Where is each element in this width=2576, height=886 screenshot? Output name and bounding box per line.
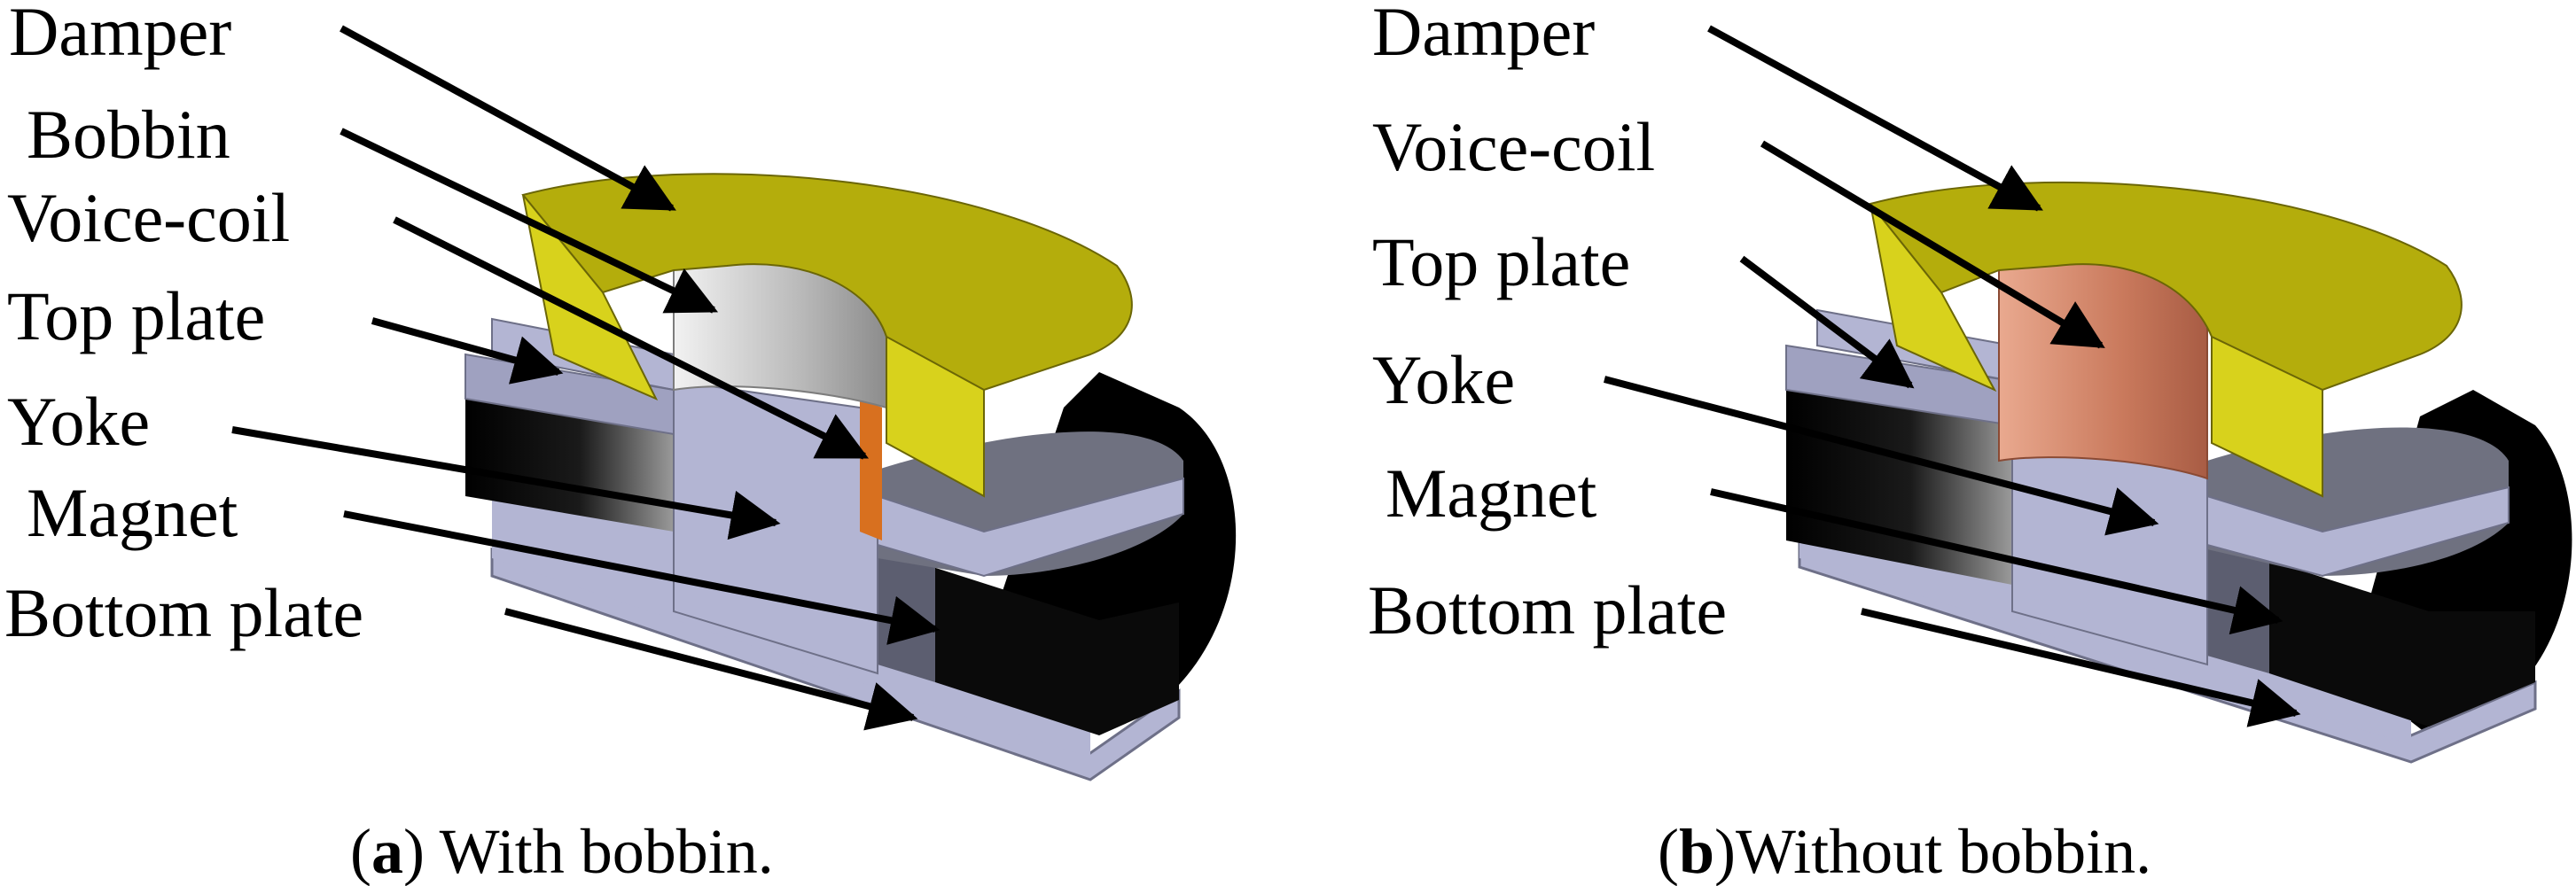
arrow-yoke-a [231, 426, 781, 540]
caption-a: (a) With bobbin. [350, 816, 774, 886]
damper-top-b [1869, 181, 2463, 400]
arrow-bottom-plate-b [1861, 608, 2301, 727]
panel-b: Damper Voice-coil Top plate Yoke Magnet … [1368, 0, 2572, 886]
arrow-top-plate-b [1739, 255, 1915, 389]
label-top-plate-b: Top plate [1372, 223, 1630, 300]
speaker-drawing-a [464, 173, 1237, 781]
arrow-bobbin-a [340, 128, 719, 314]
caption-b: (b)Without bobbin. [1658, 816, 2151, 886]
arrow-damper-a [340, 25, 676, 212]
label-magnet-b: Magnet [1386, 455, 1597, 532]
damper-side-right-a [886, 335, 985, 498]
damper-side-right-b [2211, 335, 2323, 498]
label-voice-coil-a: Voice-coil [7, 179, 290, 256]
label-top-plate-a: Top plate [7, 277, 265, 354]
arrow-yoke-b [1603, 376, 2159, 536]
arrow-voice-coil-a [393, 216, 870, 460]
label-damper-b: Damper [1372, 0, 1595, 70]
arrow-voice-coil-b [1760, 140, 2105, 349]
arrow-bottom-plate-a [503, 608, 918, 731]
magnet-block-right-a [878, 549, 1179, 735]
label-bottom-plate-b: Bottom plate [1368, 571, 1727, 649]
label-yoke-b: Yoke [1372, 341, 1515, 418]
arrow-magnet-b [1710, 488, 2283, 635]
label-bottom-plate-a: Bottom plate [4, 574, 363, 651]
label-bobbin-a: Bobbin [27, 96, 230, 173]
arrow-magnet-a [343, 510, 941, 645]
magnet-inner-face-a [878, 549, 935, 682]
label-voice-coil-b: Voice-coil [1372, 108, 1655, 185]
damper-top-a [521, 173, 1133, 400]
label-damper-a: Damper [9, 0, 231, 70]
panel-a: Damper Bobbin Voice-coil Top plate Yoke … [4, 0, 1237, 886]
arrow-top-plate-a [371, 317, 564, 385]
voice-coil-a [860, 399, 882, 540]
label-magnet-a: Magnet [27, 474, 238, 551]
label-yoke-a: Yoke [7, 383, 150, 460]
arrow-damper-b [1707, 25, 2043, 212]
speaker-drawing-b [1785, 181, 2572, 764]
